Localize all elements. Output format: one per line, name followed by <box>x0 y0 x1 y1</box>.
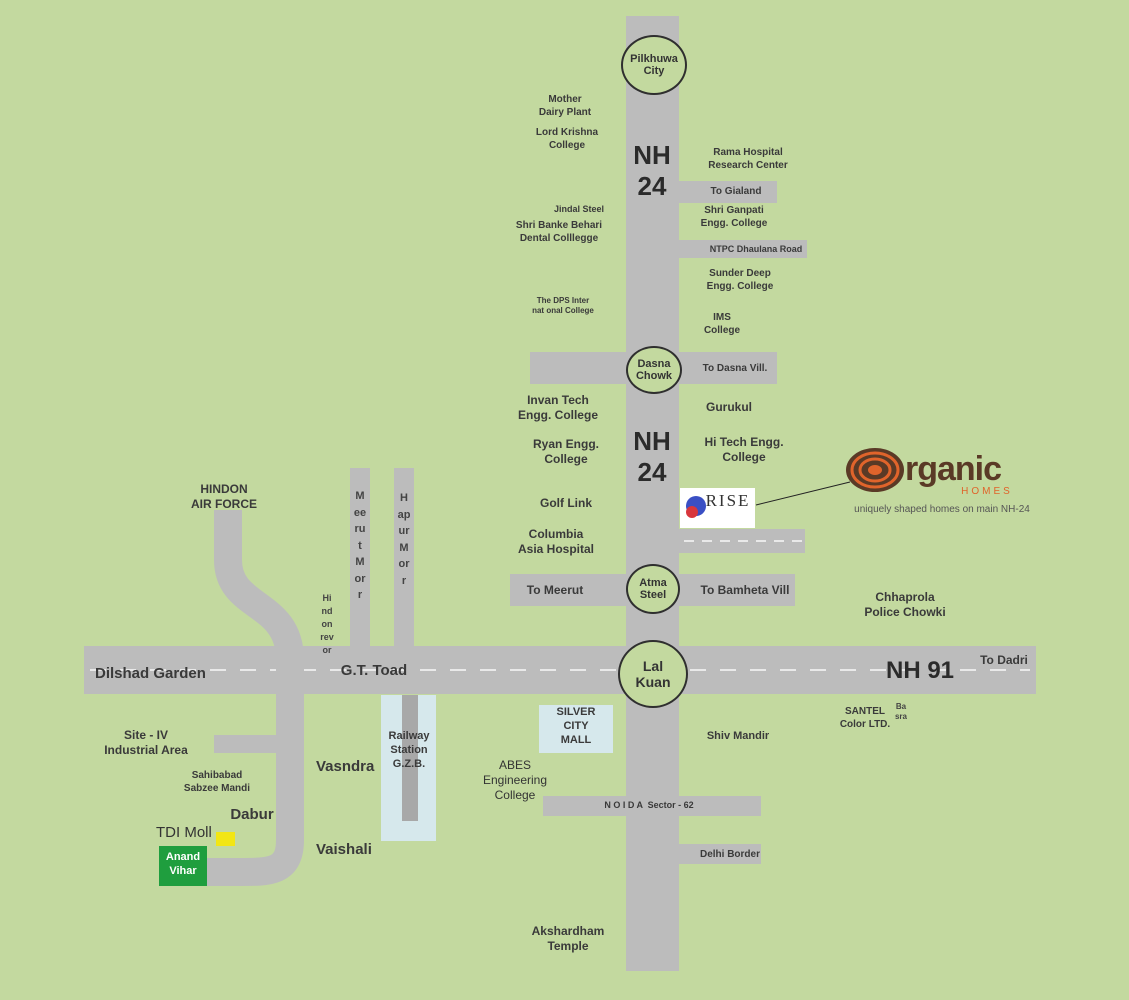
place-mother-dairy: Mother Dairy Plant <box>538 94 592 118</box>
road-meerut-morr <box>350 468 370 646</box>
nh91-label: NH 91 <box>885 657 955 684</box>
place-jindal: Jindal Steel <box>553 204 605 214</box>
place-sunder-deep: Sunder Deep Engg. College <box>706 268 774 292</box>
place-ims: IMS College <box>703 312 741 336</box>
place-santel: SANTEL Color LTD. <box>839 706 891 730</box>
organic-homes-logo: rganic <box>905 450 1035 488</box>
rise-logo-mark-inner <box>686 506 698 518</box>
road-hapur-morr <box>394 468 414 646</box>
place-akshardham: Akshardham Temple <box>531 924 605 953</box>
rise-connector-line <box>755 481 851 506</box>
place-chhaprola: Chhaprola Police Chowki <box>864 590 946 619</box>
road-to-bamheta <box>679 574 795 606</box>
place-rama-hospital: Rama Hospital Research Center <box>708 147 788 171</box>
place-shiv-mandir: Shiv Mandir <box>706 730 770 742</box>
road-to-gialand <box>679 181 777 203</box>
road-label-gt: G.T. Toad <box>340 662 408 679</box>
place-vasndra: Vasndra <box>316 758 375 775</box>
place-abes: ABES Engineering College <box>482 758 548 802</box>
junction-pilkhuwa: Pilkhuwa City <box>621 35 687 95</box>
rise-logo-text: RISE <box>705 491 751 510</box>
road-label-delhi-border: Delhi Border <box>699 849 760 860</box>
junction-atma-label: Atma Steel <box>639 577 667 601</box>
place-ganpati: Shri Ganpati Engg. College <box>700 205 768 229</box>
road-label-ntpc: NTPC Dhaulana Road <box>709 244 803 254</box>
junction-atma: Atma Steel <box>626 564 680 614</box>
place-dps: The DPS Inter nat onal College <box>532 296 594 315</box>
anand-vihar-box <box>159 846 207 886</box>
place-banke-behari: Shri Banke Behari Dental Colllegge <box>515 220 603 244</box>
road-label-kasna: Basra <box>894 702 907 721</box>
road-site-iv <box>214 735 286 753</box>
place-sahibabad: Sahibabad Sabzee Mandi <box>183 770 251 794</box>
place-site-iv: Site - IV Industrial Area <box>104 728 188 757</box>
tdi-marker <box>216 832 235 846</box>
road-label-bamheta: To Bamheta Vill <box>700 583 790 597</box>
place-hitech: Hi Tech Engg. College <box>704 435 784 464</box>
road-hindon-curve <box>206 510 304 886</box>
nh24-label-top: NH 24 <box>633 140 671 202</box>
road-dasna-east <box>679 352 777 384</box>
road-label-dilshad: Dilshad Garden <box>95 665 206 682</box>
silver-city-mall-area <box>539 705 613 753</box>
place-hindon-air: HINDON AIR FORCE <box>191 482 257 511</box>
road-to-meerut <box>510 574 626 606</box>
organic-sub: HOMES <box>961 486 1013 497</box>
junction-pilkhuwa-label: Pilkhuwa City <box>630 53 678 77</box>
place-ryan: Ryan Engg. College <box>532 437 599 466</box>
junction-dasna-label: Dasna Chowk <box>635 358 673 382</box>
place-tdi: TDI Moll <box>156 824 212 841</box>
junction-dasna: Dasna Chowk <box>626 346 682 394</box>
road-label-noida-sector: N O I D A Sector - 62 <box>604 800 694 810</box>
road-noida-sector <box>543 796 761 816</box>
place-anand-vihar: Anand Vihar <box>165 851 201 877</box>
place-lord-krishna: Lord Krishna College <box>535 127 599 151</box>
place-railway-station: Railway Station G.Z.B. <box>388 730 430 770</box>
organic-log-icon <box>846 448 904 492</box>
place-columbia: Columbia Asia Hospital <box>517 527 595 556</box>
organic-wordmark: rganic <box>905 450 1002 488</box>
road-label-gialand: To Gialand <box>710 186 762 197</box>
place-invertis: Invan Tech Engg. College <box>517 393 598 422</box>
organic-tagline: uniquely shaped homes on main NH-24 <box>854 504 1030 515</box>
junction-lal-kuan-label: Lal Kuan <box>635 658 671 690</box>
place-gurukul: Gurukul <box>705 400 752 414</box>
road-label-dasna-vill: To Dasna Vill. <box>702 363 768 374</box>
place-vaishali: Vaishali <box>316 841 372 858</box>
road-label-meerut: To Meerut <box>526 583 584 597</box>
place-golf-link: Golf Link <box>540 496 592 510</box>
road-label-dadri: To Dadri <box>980 653 1028 667</box>
road-delhi-border <box>679 844 761 864</box>
railway-track <box>402 695 418 821</box>
place-dabur: Dabur <box>230 806 274 823</box>
place-silver-city: SILVER CITY MALL <box>556 706 596 746</box>
road-label-hapur-morr: Hapur Morr <box>397 492 411 587</box>
road-dasna-west <box>530 352 626 384</box>
road-ntpc <box>679 240 807 258</box>
junction-lal-kuan: Lal Kuan <box>618 640 688 708</box>
nh24-label-mid: NH 24 <box>633 426 671 488</box>
road-label-hindon-revor: Hindon revor <box>320 593 334 656</box>
road-label-meerut-morr: Meerut Morr <box>353 490 367 601</box>
